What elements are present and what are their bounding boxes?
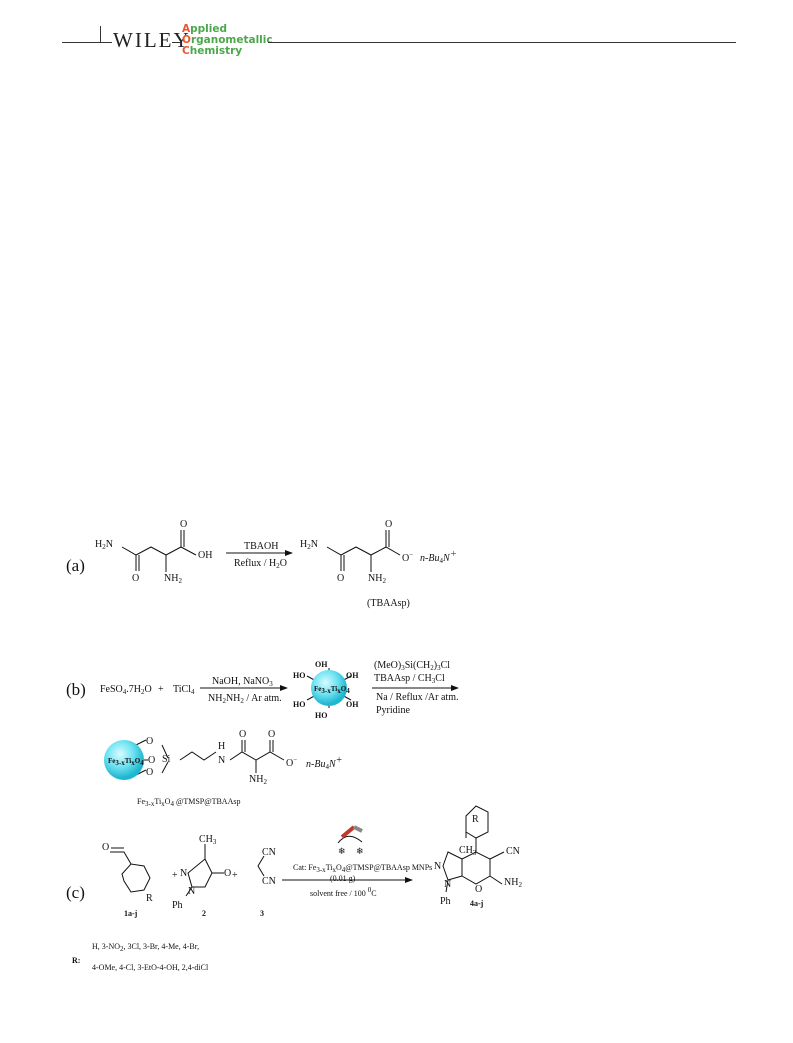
atom-label: Ph xyxy=(172,900,183,911)
compound-label-2: 2 xyxy=(202,909,206,918)
nanoparticle-sphere-1 xyxy=(311,670,347,706)
atom-label: NH2 xyxy=(504,877,522,889)
substituent-list-2: 4-OMe, 4-Cl, 3-EtO-4-OH, 2,4-diCl xyxy=(92,963,209,972)
header-rule-right xyxy=(268,42,736,43)
atom-label: N xyxy=(434,861,442,872)
tbaasp-structure xyxy=(326,530,401,572)
scheme-label-b: (b) xyxy=(66,680,86,699)
header-rule-mid xyxy=(172,42,182,43)
atom-label: O xyxy=(385,519,393,530)
atom-label: N xyxy=(444,879,452,890)
atom-label: O− xyxy=(402,551,414,564)
atom-label: O xyxy=(146,736,154,747)
atom-label: N xyxy=(180,868,188,879)
product-label-c: 4a-j xyxy=(470,899,484,908)
reagent-text: Pyridine xyxy=(376,705,410,716)
atom-label: NH2 xyxy=(249,774,267,786)
snowflake-icon: ❄ xyxy=(356,846,364,856)
atom-label: O xyxy=(268,729,276,740)
core-label: Fe3-xTixO4 xyxy=(314,685,350,695)
pyranopyrazole-structure xyxy=(442,805,505,893)
reagent-text: (MeO)3Si(CH2)3Cl xyxy=(374,660,451,672)
magnet-arc xyxy=(337,835,363,844)
journal-title: Applied Organometallic Chemistry xyxy=(182,23,273,57)
product-name-b: Fe3-xTixO4 @TMSP@TBAAsp xyxy=(137,797,241,808)
reagent-text: NH2NH2 / Ar atm. xyxy=(208,693,282,705)
conditions-text: Reflux / H2O xyxy=(234,558,287,570)
asparagine-structure xyxy=(121,530,197,572)
magnet-icon xyxy=(340,825,363,839)
conditions-text: solvent free / 100 0C xyxy=(310,886,377,898)
atom-label: O xyxy=(337,573,345,584)
atom-label: CN xyxy=(262,876,276,887)
product-name-a: (TBAAsp) xyxy=(367,598,410,609)
atom-label: N xyxy=(218,755,226,766)
oh-label: OH xyxy=(346,700,359,709)
atom-label: O xyxy=(224,868,232,879)
catalyst-text: Cat: Fe3-xTixO4@TMSP@TBAAsp MNPs xyxy=(293,863,433,874)
oh-label: HO xyxy=(293,671,306,680)
atom-label: Ph xyxy=(440,896,451,907)
atom-label: N xyxy=(188,886,196,897)
atom-label: O xyxy=(475,884,483,895)
atom-label: O xyxy=(102,842,110,853)
atom-label: O− xyxy=(286,756,298,769)
publisher-logo: WILEY xyxy=(113,28,191,52)
atom-label: H xyxy=(218,741,226,752)
r-label: R: xyxy=(72,956,81,965)
atom-label: O xyxy=(239,729,247,740)
header-rule-left xyxy=(62,42,112,43)
journal-header: WILEY Applied Organometallic Chemistry xyxy=(0,0,793,70)
atom-label: O xyxy=(146,767,154,778)
counterion-text: n-Bu4N+ xyxy=(420,548,458,566)
oh-label: HO xyxy=(315,711,328,720)
oh-label: OH xyxy=(315,660,328,669)
oh-label: HO xyxy=(293,700,306,709)
atom-label: CH3 xyxy=(199,834,217,846)
atom-label: H2N xyxy=(300,539,318,551)
atom-label: CH3 xyxy=(459,845,477,857)
atom-label: R xyxy=(472,814,479,825)
tmsp-linker xyxy=(135,739,285,776)
scheme-label-a: (a) xyxy=(66,556,85,575)
reagent-text: TBAAsp / CH3Cl xyxy=(374,673,445,685)
atom-label: NH2 xyxy=(164,573,182,585)
atom-label: O xyxy=(132,573,140,584)
core-label: Fe3-xTixO4 xyxy=(108,757,144,767)
atom-label: CN xyxy=(506,846,520,857)
malononitrile-structure xyxy=(257,855,265,877)
reactant-feso4: FeSO4.7H2O xyxy=(100,684,152,696)
plus-sign: + xyxy=(172,870,178,881)
reactant-ticl4: TiCl4 xyxy=(173,684,195,696)
reagent-text: NaOH, NaNO3 xyxy=(212,676,273,688)
plus-sign: + xyxy=(232,870,238,881)
reagent-text: TBAOH xyxy=(244,541,279,552)
atom-label: OH xyxy=(198,550,213,561)
compound-label-1: 1a-j xyxy=(124,909,138,918)
oh-label: OH xyxy=(346,671,359,680)
snowflake-icon: ❄ xyxy=(338,846,346,856)
atom-label: R xyxy=(146,893,153,904)
substituent-list-1: H, 3-NO2, 3Cl, 3-Br, 4-Me, 4-Br, xyxy=(92,942,200,953)
counterion-text: n-Bu4N+ xyxy=(306,755,343,771)
compound-label-3: 3 xyxy=(260,909,264,918)
benzaldehyde-structure xyxy=(110,847,151,893)
catalyst-amount: (0.01 g) xyxy=(330,874,356,883)
atom-label: CN xyxy=(262,847,276,858)
reagent-text: Na / Reflux /Ar atm. xyxy=(376,692,459,703)
atom-label: H2N xyxy=(95,539,113,551)
atom-label: O xyxy=(180,519,188,530)
header-tick xyxy=(100,26,101,43)
atom-label: NH2 xyxy=(368,573,386,585)
plus-sign: + xyxy=(158,684,164,695)
atom-label: O xyxy=(148,755,156,766)
nanoparticle-sphere-2 xyxy=(104,740,144,780)
atom-label: Si xyxy=(162,754,171,765)
pyrazolone-structure xyxy=(185,844,224,897)
scheme-label-c: (c) xyxy=(66,883,85,902)
